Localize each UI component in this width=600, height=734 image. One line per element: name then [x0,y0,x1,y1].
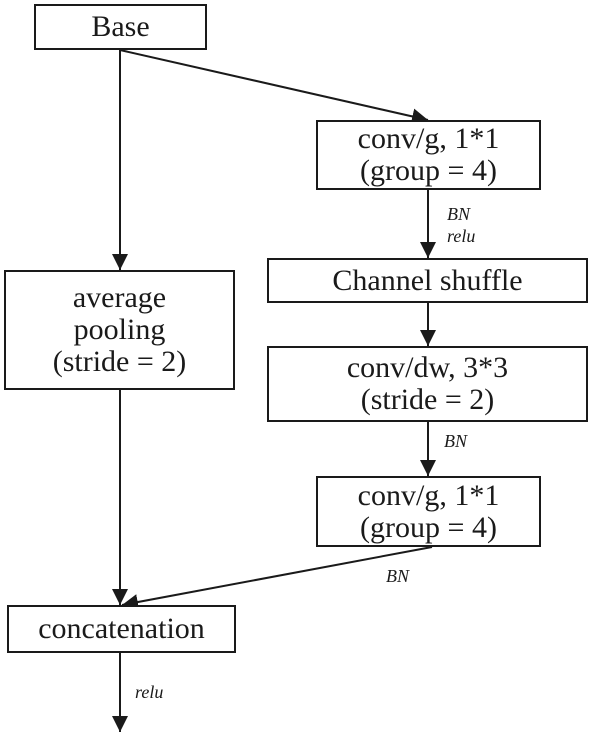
edge-label-bn-after-depthwise-conv: BN [444,431,468,451]
edge-label-bn-after-group-conv-1: BN [447,204,471,224]
group-conv-2-line-1: conv/g, 1*1 [357,478,500,512]
arrow-base-to-group-conv-1 [119,49,429,125]
group-conv-1-line-1: conv/g, 1*1 [357,122,500,155]
average-pooling-line-2: pooling [73,313,166,346]
edge-label-bn-after-group-conv-2: BN [386,566,410,586]
depthwise-conv-line-1: conv/dw, 3*3 [346,351,509,384]
arrow-group-conv-2-to-concatenation [121,546,433,610]
depthwise-conv-line-2: (stride = 2) [360,383,495,416]
base-node-label: Base [91,10,150,43]
edge-label-relu-after-group-conv-1: relu [447,226,476,246]
average-pooling-line-1: average [72,281,167,314]
average-pooling-node: average pooling (stride = 2) [4,270,235,390]
group-conv-1-line-2: (group = 4) [360,154,497,187]
base-node: Base [34,4,207,50]
edge-label-relu-after-concatenation: relu [135,682,164,702]
concatenation-node: concatenation [7,605,236,653]
depthwise-conv-node: conv/dw, 3*3 (stride = 2) [267,346,588,422]
group-conv-2-node: conv/g, 1*1 (group = 4) [316,476,541,547]
channel-shuffle-node: Channel shuffle [267,258,588,303]
channel-shuffle-label: Channel shuffle [332,263,523,297]
group-conv-1-node: conv/g, 1*1 (group = 4) [316,120,541,190]
concatenation-label: concatenation [38,612,205,645]
group-conv-2-line-2: (group = 4) [360,510,497,544]
average-pooling-line-3: (stride = 2) [52,345,187,378]
